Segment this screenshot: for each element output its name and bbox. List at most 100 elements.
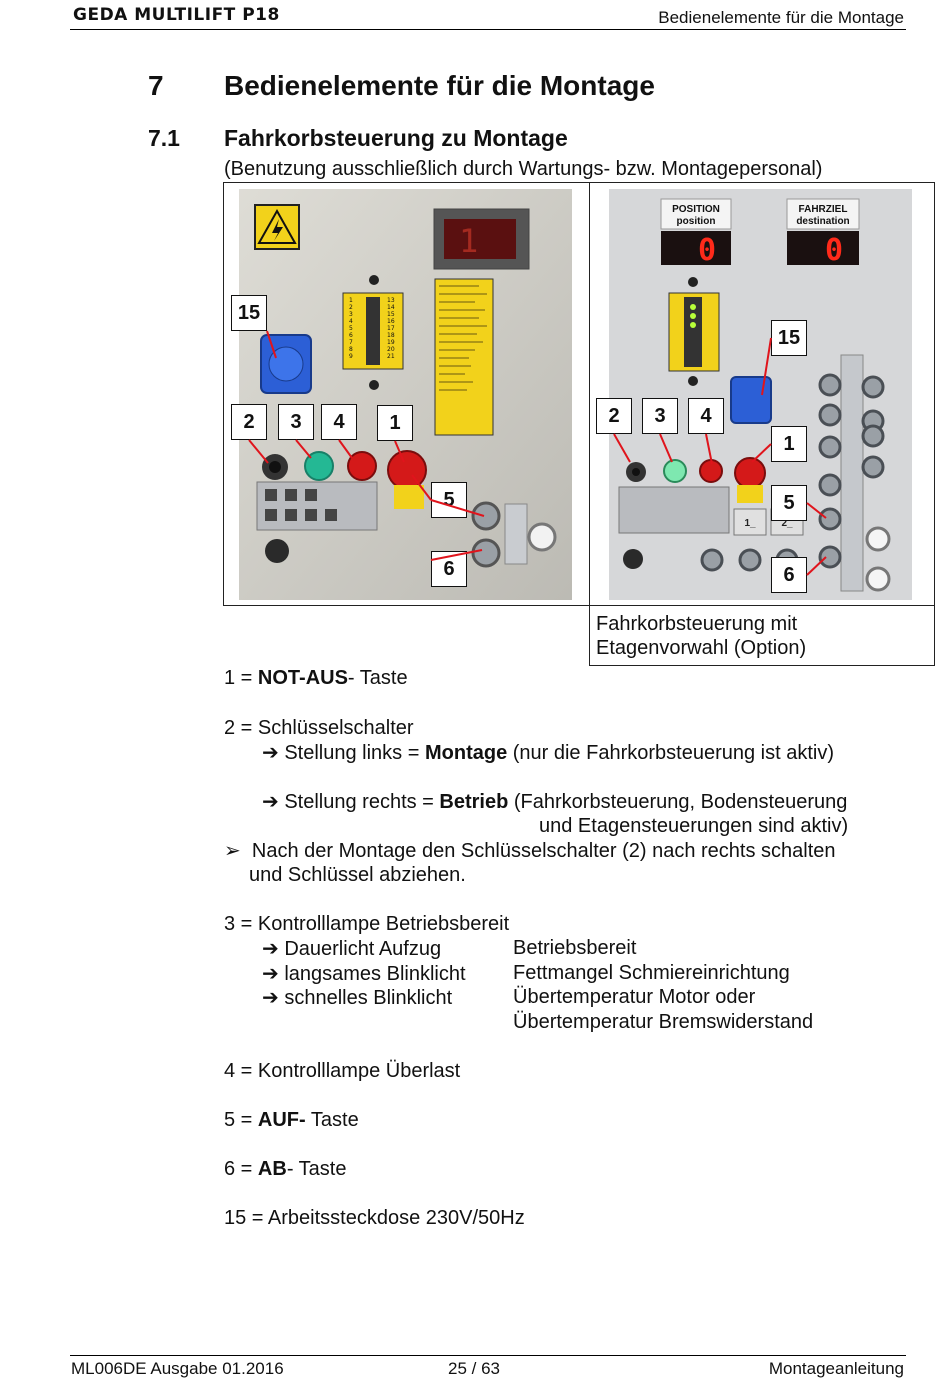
chapter-title: Bedienelemente für die Montage: [224, 70, 655, 101]
control-panel-illustration-right: POSITION position FAHRZIEL destination 0…: [609, 189, 912, 600]
item-2a-bold: Montage: [424, 742, 508, 764]
arrow-right-icon: ➔: [262, 936, 279, 960]
callout-1-right: 1: [771, 426, 807, 462]
item-6-prefix: 6 =: [224, 1158, 258, 1180]
item-2-option-links: ➔ Stellung links = Montage (nur die Fahr…: [262, 740, 834, 766]
section-number: 7.1: [148, 125, 180, 151]
svg-text:1: 1: [459, 222, 478, 260]
callout-15-left: 15: [231, 295, 267, 331]
header-section-title: Bedienelemente für die Montage: [658, 8, 904, 27]
item-1-bold: NOT-AUS: [257, 667, 348, 689]
svg-text:7: 7: [349, 339, 353, 346]
item-5: 5 = AUF- Taste: [224, 1108, 359, 1133]
item-3-row3-b: Übertemperatur Motor oder: [513, 986, 756, 1008]
caption-right-rule: [934, 605, 935, 666]
section-title: Fahrkorbsteuerung zu Montage: [224, 125, 568, 151]
caption-bottom-rule: [589, 665, 935, 666]
arrow-right-icon: ➔: [262, 961, 279, 985]
position-en-label: position: [677, 216, 716, 227]
callout-6-left: 6: [431, 551, 467, 587]
item-3-row2-b: Fettmangel Schmiereinrichtung: [513, 962, 790, 984]
arrow-right-icon: ➔: [262, 985, 279, 1009]
item-5-bold: AUF-: [257, 1109, 306, 1131]
figure-caption-line1: Fahrkorbsteuerung mit: [596, 613, 798, 635]
key-2-label: 2_: [781, 518, 793, 529]
svg-text:9: 9: [349, 353, 353, 360]
svg-text:4: 4: [349, 318, 353, 325]
figure-divider: [589, 182, 590, 666]
item-3-row1-a: ➔ Dauerlicht Aufzug: [262, 936, 441, 962]
section-subtitle: (Benutzung ausschließlich durch Wartungs…: [224, 158, 823, 180]
svg-text:17: 17: [387, 325, 395, 332]
footer-doc-type: Montageanleitung: [768, 1359, 904, 1378]
item-2-option-rechts-cont: und Etagensteuerungen sind aktiv): [539, 815, 849, 837]
svg-text:16: 16: [387, 318, 395, 325]
item-3-row2-a-text: langsames Blinklicht: [284, 963, 466, 985]
figure-caption-line2: Etagenvorwahl (Option): [596, 637, 807, 659]
item-2-note-line1: Nach der Montage den Schlüsselschalter (…: [251, 840, 836, 862]
item-1: 1 = NOT-AUS- Taste: [224, 666, 408, 691]
svg-text:1: 1: [349, 297, 353, 304]
callout-leaders: [248, 330, 827, 576]
figure-table: [223, 182, 935, 606]
callout-15-right: 15: [771, 320, 807, 356]
callout-2-left: 2: [231, 404, 267, 440]
item-3-row4-b: Übertemperatur Bremswiderstand: [513, 1011, 814, 1033]
svg-text:15: 15: [387, 311, 395, 318]
svg-text:19: 19: [387, 339, 395, 346]
callout-4-right: 4: [688, 398, 724, 434]
position-display: 0: [698, 233, 716, 268]
item-3-label: 3 = Kontrolllampe Betriebsbereit: [224, 913, 510, 935]
item-2-note-line2: und Schlüssel abziehen.: [249, 864, 466, 886]
item-2-label: 2 = Schlüsselschalter: [224, 717, 414, 739]
svg-text:2: 2: [349, 304, 353, 311]
item-1-rest: - Taste: [347, 667, 408, 689]
item-2a-rest: (nur die Fahrkorbsteuerung ist aktiv): [507, 742, 834, 764]
item-5-rest: Taste: [305, 1109, 359, 1131]
svg-text:5: 5: [349, 325, 353, 332]
arrow-right-icon: ➔: [262, 740, 279, 764]
item-1-prefix: 1 =: [224, 667, 258, 689]
item-2a-pre: Stellung links =: [284, 742, 425, 764]
chapter-number: 7: [148, 70, 164, 101]
callout-2-right: 2: [596, 398, 632, 434]
triangle-bullet-icon: ➢: [224, 838, 241, 862]
callout-5-right: 5: [771, 485, 807, 521]
item-3-row3-a: ➔ schnelles Blinklicht: [262, 985, 452, 1011]
svg-text:3: 3: [349, 311, 353, 318]
item-6-bold: AB: [257, 1158, 287, 1180]
item-2b-bold: Betrieb: [439, 791, 509, 813]
arrow-right-icon: ➔: [262, 789, 279, 813]
callout-3-right: 3: [642, 398, 678, 434]
item-3-row3-a-text: schnelles Blinklicht: [284, 987, 453, 1009]
item-4: 4 = Kontrolllampe Überlast: [224, 1060, 461, 1082]
footer-rule: [70, 1355, 906, 1356]
svg-text:20: 20: [387, 346, 395, 353]
svg-text:8: 8: [349, 346, 353, 353]
item-2-option-rechts: ➔ Stellung rechts = Betrieb (Fahrkorbste…: [262, 789, 847, 815]
control-panel-photo-right: POSITION position FAHRZIEL destination 0…: [609, 189, 912, 600]
item-2b-pre: Stellung rechts =: [284, 791, 440, 813]
header-logo: GEDA MULTILIFT P18: [73, 5, 280, 25]
item-3-row1-b: Betriebsbereit: [513, 937, 637, 959]
svg-text:18: 18: [387, 332, 395, 339]
footer-doc-id: ML006DE Ausgabe 01.2016: [71, 1359, 284, 1378]
svg-text:6: 6: [349, 332, 353, 339]
item-15: 15 = Arbeitssteckdose 230V/50Hz: [224, 1207, 525, 1229]
callout-3-left: 3: [278, 404, 314, 440]
item-5-prefix: 5 =: [224, 1109, 258, 1131]
footer-page-number: 25 / 63: [448, 1359, 500, 1378]
position-label: POSITION: [672, 204, 720, 215]
fahrziel-display: 0: [825, 233, 843, 268]
key-1-label: 1_: [744, 518, 756, 529]
svg-text:21: 21: [387, 353, 395, 360]
svg-text:14: 14: [387, 304, 395, 311]
callout-5-left: 5: [431, 482, 467, 518]
item-6: 6 = AB- Taste: [224, 1157, 346, 1182]
item-6-rest: - Taste: [286, 1158, 347, 1180]
item-3-row2-a: ➔ langsames Blinklicht: [262, 961, 466, 987]
item-3-row1-a-text: Dauerlicht Aufzug: [284, 938, 442, 960]
header-rule: [70, 29, 906, 30]
